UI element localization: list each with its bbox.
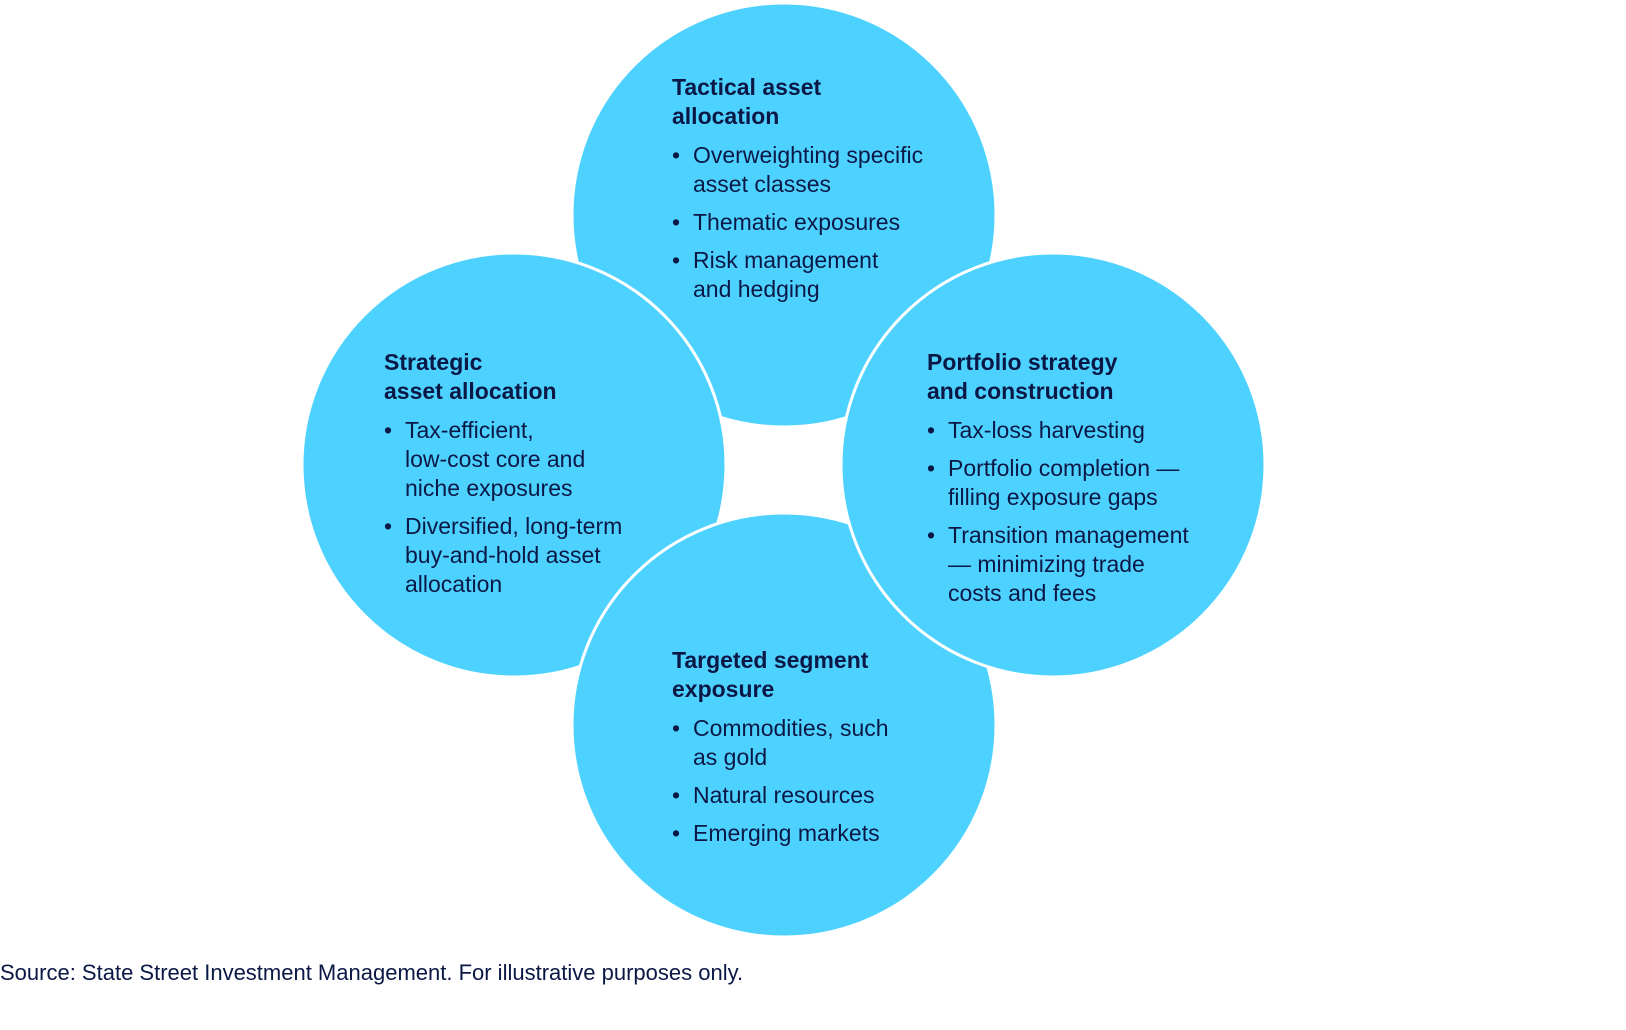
- bullet-list: • Tax-efficient, low-cost core and niche ex…: [384, 416, 622, 599]
- title-line: allocation: [672, 103, 780, 129]
- bullet-icon: •: [672, 142, 681, 168]
- list-item: • Tax-efficient, low-cost core and niche ex…: [384, 416, 622, 503]
- portfolio-block: Portfolio strategy and construction • Tax-l…: [927, 348, 1189, 617]
- bullet-icon: •: [927, 455, 936, 481]
- title-line: Strategic: [384, 349, 483, 375]
- list-item: • Diversified, long-term buy-and-hold asse…: [384, 512, 622, 599]
- circle-tactical: [570, 1, 998, 429]
- strategic-block: Strategic asset allocation • Tax-efficient,…: [384, 348, 622, 608]
- bullet-list: • Overweighting specific asset classes • The…: [672, 141, 923, 304]
- list-item: • Commodities, such as gold: [672, 714, 889, 772]
- list-item: • Risk management and hedging: [672, 246, 923, 304]
- item-line: low-cost core and: [405, 446, 586, 472]
- title-line: and construction: [927, 378, 1114, 404]
- bullet-icon: •: [384, 417, 393, 443]
- bullet-icon: •: [672, 209, 681, 235]
- title-line: exposure: [672, 676, 775, 702]
- circle-title: Tactical asset allocation: [672, 73, 923, 131]
- item-line: costs and fees: [948, 580, 1097, 606]
- bullet-icon: •: [384, 513, 393, 539]
- title-line: Targeted segment: [672, 647, 869, 673]
- targeted-block: Targeted segment exposure • Commodities, su…: [672, 646, 889, 857]
- item-line: Tax-efficient,: [405, 417, 534, 443]
- circle-targeted: [570, 511, 998, 939]
- item-line: Commodities, such: [693, 715, 889, 741]
- circle-portfolio: [839, 251, 1267, 679]
- bullet-list: • Tax-loss harvesting • Portfolio completio…: [927, 416, 1189, 608]
- list-item: • Transition management — minimizing trade…: [927, 521, 1189, 608]
- item-line: Natural resources: [693, 782, 875, 808]
- circle-title: Targeted segment exposure: [672, 646, 889, 704]
- item-line: Transition management: [948, 522, 1189, 548]
- item-line: filling exposure gaps: [948, 484, 1158, 510]
- item-line: Thematic exposures: [693, 209, 901, 235]
- circle-strategic: [300, 251, 728, 679]
- bullet-icon: •: [672, 715, 681, 741]
- item-line: — minimizing trade: [948, 551, 1145, 577]
- item-line: Diversified, long-term: [405, 513, 623, 539]
- title-line: Tactical asset: [672, 74, 822, 100]
- item-line: buy-and-hold asset: [405, 542, 601, 568]
- item-line: allocation: [405, 571, 503, 597]
- item-line: niche exposures: [405, 475, 573, 501]
- item-line: Risk management: [693, 247, 879, 273]
- item-line: Overweighting specific: [693, 142, 924, 168]
- bullet-icon: •: [672, 782, 681, 808]
- circle-title: Strategic asset allocation: [384, 348, 622, 406]
- item-line: Portfolio completion —: [948, 455, 1180, 481]
- item-line: asset classes: [693, 171, 832, 197]
- bullet-icon: •: [927, 417, 936, 443]
- item-line: Emerging markets: [693, 820, 880, 846]
- list-item: • Overweighting specific asset classes: [672, 141, 923, 199]
- list-item: • Thematic exposures: [672, 208, 923, 237]
- item-line: as gold: [693, 744, 768, 770]
- item-line: and hedging: [693, 276, 820, 302]
- list-item: • Portfolio completion — filling exposure …: [927, 454, 1189, 512]
- list-item: • Tax-loss harvesting: [927, 416, 1189, 445]
- bullet-icon: •: [672, 247, 681, 273]
- list-item: • Natural resources: [672, 781, 889, 810]
- tactical-block: Tactical asset allocation • Overweighting s…: [672, 73, 923, 313]
- title-line: asset allocation: [384, 378, 557, 404]
- list-item: • Emerging markets: [672, 819, 889, 848]
- source-note: Source: State Street Investment Manageme…: [0, 960, 744, 985]
- bullet-list: • Commodities, such as gold • Natural resour…: [672, 714, 889, 848]
- item-line: Tax-loss harvesting: [948, 417, 1145, 443]
- circle-title: Portfolio strategy and construction: [927, 348, 1189, 406]
- title-line: Portfolio strategy: [927, 349, 1118, 375]
- bullet-icon: •: [672, 820, 681, 846]
- bullet-icon: •: [927, 522, 936, 548]
